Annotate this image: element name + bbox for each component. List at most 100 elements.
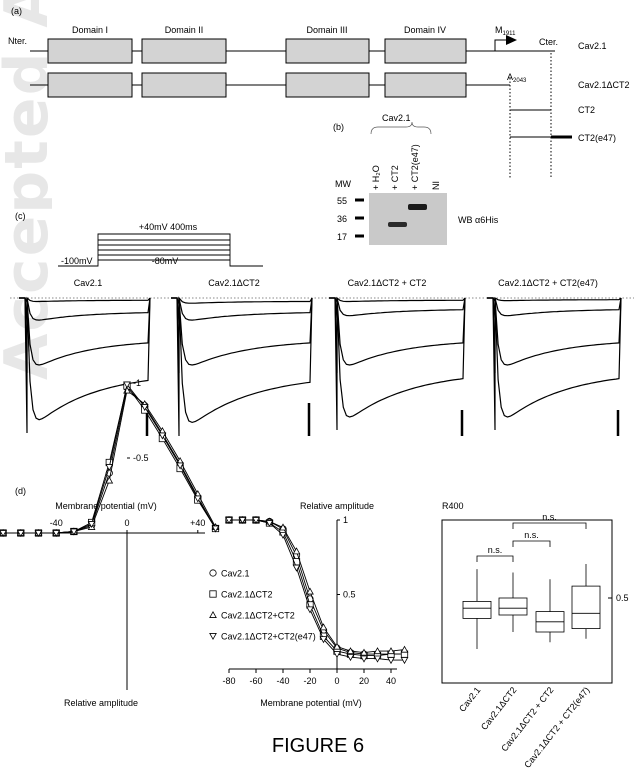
e47-exon bbox=[551, 135, 572, 139]
ct2-band bbox=[388, 222, 407, 227]
mw-marker: 55 bbox=[337, 196, 347, 206]
y-tick-label: -0.5 bbox=[133, 453, 149, 463]
data-point bbox=[238, 517, 247, 525]
lane-label: + CT2(e47) bbox=[410, 144, 420, 190]
trace-title: Cav2.1ΔCT2 bbox=[208, 278, 260, 288]
legend-label: Cav2.1ΔCT2+CT2(e47) bbox=[221, 632, 316, 642]
box-1 bbox=[498, 572, 528, 632]
data-point bbox=[319, 636, 328, 644]
data-point bbox=[211, 525, 220, 533]
start-arrow-icon bbox=[506, 35, 517, 45]
trace-title: Cav2.1ΔCT2 + CT2(e47) bbox=[498, 278, 598, 288]
data-point bbox=[209, 610, 217, 618]
data-point bbox=[16, 530, 25, 538]
panel-d: (d) Membrane potential (mV) Relative amp… bbox=[0, 378, 629, 770]
data-point bbox=[140, 404, 149, 412]
data-point bbox=[265, 520, 274, 528]
y-tick-label: 1 bbox=[343, 515, 348, 525]
data-point bbox=[105, 464, 114, 472]
inact-axis-label: Membrane potential (mV) bbox=[260, 698, 362, 708]
data-point bbox=[346, 654, 355, 662]
x-tick-label: 0 bbox=[124, 518, 129, 528]
data-point bbox=[52, 530, 61, 538]
trace-title: Cav2.1ΔCT2 + CT2 bbox=[348, 278, 427, 288]
box-ticks: 0.5 bbox=[608, 593, 629, 603]
x-tick-label: -20 bbox=[303, 676, 316, 686]
box-0 bbox=[462, 569, 492, 649]
iv-series bbox=[0, 381, 220, 538]
current-trace bbox=[329, 297, 466, 431]
data-point bbox=[193, 495, 202, 503]
legend-label: Cav2.1ΔCT2+CT2 bbox=[221, 611, 295, 621]
construct-label: Cav2.1ΔCT2 bbox=[578, 80, 630, 90]
legend: Cav2.1Cav2.1ΔCT2Cav2.1ΔCT2+CT2Cav2.1ΔCT2… bbox=[209, 569, 316, 642]
domain-label: Domain I bbox=[72, 25, 108, 35]
mw-label: MW bbox=[335, 179, 351, 189]
data-point bbox=[400, 657, 409, 665]
panel-a: (a) Nter. Domain I Domain II Domain III … bbox=[8, 6, 630, 178]
data-point bbox=[373, 655, 382, 663]
data-point bbox=[400, 645, 409, 653]
x-tick-label: -80 bbox=[222, 676, 235, 686]
data-point bbox=[209, 569, 217, 577]
panel-a-label: (a) bbox=[11, 6, 22, 16]
voltage-protocol bbox=[58, 233, 263, 267]
y-tick-label: -1 bbox=[133, 378, 141, 388]
data-point bbox=[306, 606, 314, 614]
current-trace bbox=[487, 297, 622, 374]
ns-bracket bbox=[512, 522, 587, 529]
trace-panel bbox=[171, 296, 313, 437]
iv-plot: Membrane potential (mV) Relative amplitu… bbox=[0, 378, 220, 708]
x-tick-label: 40 bbox=[386, 676, 396, 686]
ns-label: n.s. bbox=[524, 530, 539, 540]
x-tick-label: +40 bbox=[190, 518, 205, 528]
data-point bbox=[360, 655, 368, 663]
data-point bbox=[360, 648, 368, 656]
dotted-guides bbox=[509, 53, 552, 178]
mw-marker: 17 bbox=[337, 232, 347, 242]
box-2 bbox=[535, 579, 565, 643]
domain-boxes-row2 bbox=[47, 72, 467, 98]
panel-d-label: (d) bbox=[15, 486, 26, 496]
box-frame bbox=[441, 519, 613, 684]
x-tick-label: -40 bbox=[276, 676, 289, 686]
inact-axis-title: Relative amplitude bbox=[300, 501, 374, 511]
nter-label: Nter. bbox=[8, 36, 27, 46]
significance-brackets: n.s.n.s.n.s. bbox=[476, 512, 587, 562]
inact-series bbox=[225, 515, 409, 665]
data-point bbox=[346, 647, 355, 655]
fit-line bbox=[229, 519, 405, 661]
box-title: R400 bbox=[442, 501, 464, 511]
y-tick-label: 0.5 bbox=[616, 593, 629, 603]
box-plot: R400 0.5 n.s.n.s.n.s. Cav2.1Cav2.1ΔCT2Ca… bbox=[441, 501, 629, 770]
holding-potential: -100mV bbox=[61, 256, 93, 266]
construct-label: CT2(e47) bbox=[578, 133, 616, 143]
data-point bbox=[176, 462, 184, 470]
group-brace bbox=[370, 121, 432, 135]
ns-bracket bbox=[512, 540, 551, 547]
mw-ticks bbox=[355, 198, 364, 238]
current-traces bbox=[19, 296, 622, 437]
figure-title: FIGURE 6 bbox=[272, 735, 364, 757]
x-tick-label: -40 bbox=[50, 518, 63, 528]
legend-label: Cav2.1ΔCT2 bbox=[221, 590, 273, 600]
data-point bbox=[373, 647, 382, 655]
trace-panel bbox=[19, 296, 151, 436]
data-point bbox=[252, 517, 260, 525]
lane-label: + CT2 bbox=[390, 165, 400, 190]
data-point bbox=[123, 381, 131, 389]
blot-label: WB α6His bbox=[458, 215, 499, 225]
panel-b: (b) Cav2.1 + H₂O + CT2 + CT2(e47) NI MW … bbox=[333, 113, 499, 245]
prepulse-potential: -80mV bbox=[152, 256, 179, 266]
current-trace bbox=[171, 297, 313, 374]
iqr-box bbox=[462, 601, 492, 619]
trace-title: Cav2.1 bbox=[74, 278, 103, 288]
iv-axis-label: Relative amplitude bbox=[64, 698, 138, 708]
x-tick-label: 20 bbox=[359, 676, 369, 686]
iv-ticks: -80-400+40-0.5-1 bbox=[50, 378, 205, 533]
construct-label: CT2 bbox=[578, 105, 595, 115]
trace-panel bbox=[487, 296, 622, 436]
m1911-site: M1911 bbox=[495, 25, 516, 37]
